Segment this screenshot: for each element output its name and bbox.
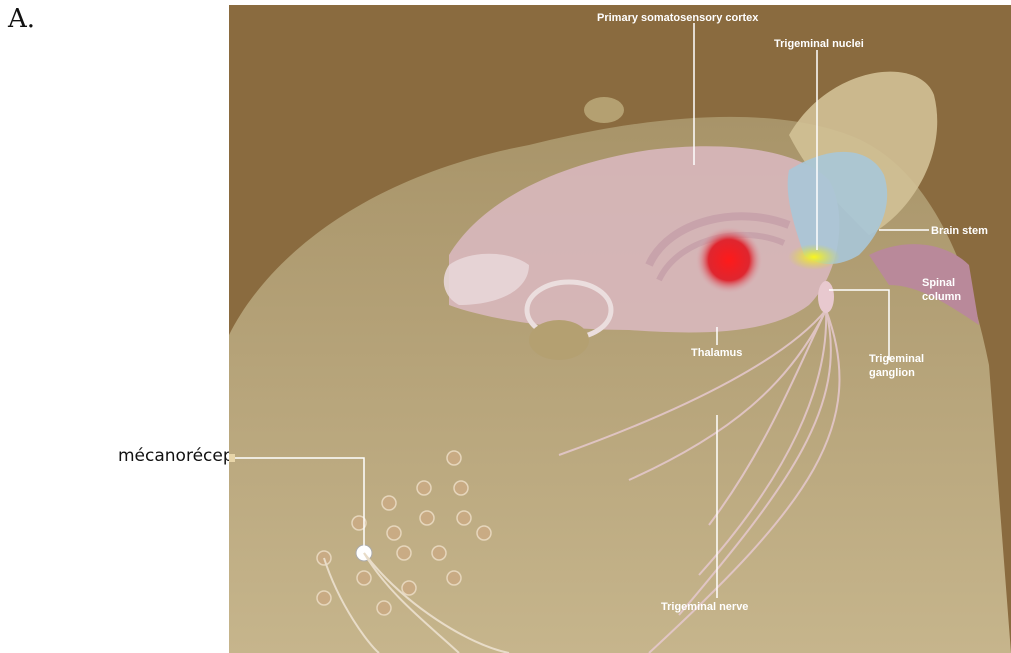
trigeminal-ganglion xyxy=(818,281,834,313)
label-trigeminal-ganglion-1: Trigeminal xyxy=(869,353,924,365)
ear-nub xyxy=(584,97,624,123)
label-primary-cortex: Primary somatosensory cortex xyxy=(597,12,759,24)
label-trigeminal-ganglion-2: ganglion xyxy=(869,367,915,379)
label-spinal-column-2: column xyxy=(922,291,961,303)
leader-tab xyxy=(229,454,235,462)
panel-letter: A. xyxy=(8,4,35,34)
label-trigeminal-nuclei: Trigeminal nuclei xyxy=(774,38,864,50)
thalamus xyxy=(695,226,763,294)
label-thalamus: Thalamus xyxy=(691,347,742,359)
rat-head-illustration: Primary somatosensory cortex Trigeminal … xyxy=(229,5,1011,653)
label-trigeminal-nerve: Trigeminal nerve xyxy=(661,601,748,613)
anatomy-figure: Primary somatosensory cortex Trigeminal … xyxy=(229,5,1011,653)
trigeminal-nuclei xyxy=(788,244,840,270)
label-spinal-column-1: Spinal xyxy=(922,277,955,289)
label-brain-stem: Brain stem xyxy=(931,225,988,237)
jaw-bulge xyxy=(529,320,589,360)
